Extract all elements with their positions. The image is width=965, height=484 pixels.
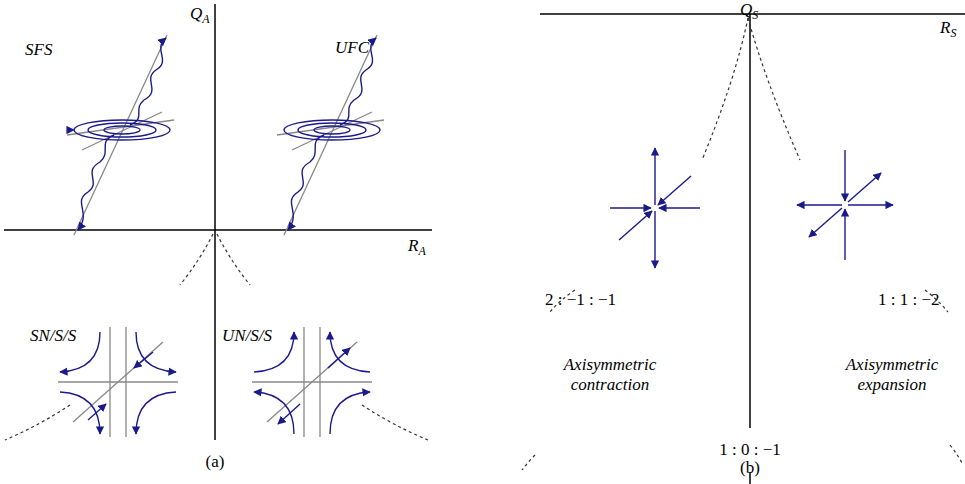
flow-type-label: Axisymmetric expansion — [822, 355, 962, 394]
region-label: UFC — [335, 38, 369, 58]
region-label: SFS — [25, 40, 52, 60]
axis-label: QS — [740, 0, 758, 20]
panel-label: (a) — [206, 452, 225, 472]
axis-label: QA — [190, 4, 210, 24]
eigenvalue-ratio: 2 : −1 : −1 — [545, 290, 616, 310]
panel-label: (b) — [740, 458, 760, 478]
flow-type-label: Axisymmetric contraction — [540, 355, 680, 394]
region-label: SN/S/S — [30, 326, 76, 346]
axis-label: RA — [408, 236, 426, 256]
region-label: UN/S/S — [222, 326, 272, 346]
eigenvalue-ratio: 1 : 1 : −2 — [878, 290, 940, 310]
axis-label: RS — [940, 18, 956, 38]
eigenvalue-ratio: 1 : 0 : −1 — [719, 440, 781, 460]
